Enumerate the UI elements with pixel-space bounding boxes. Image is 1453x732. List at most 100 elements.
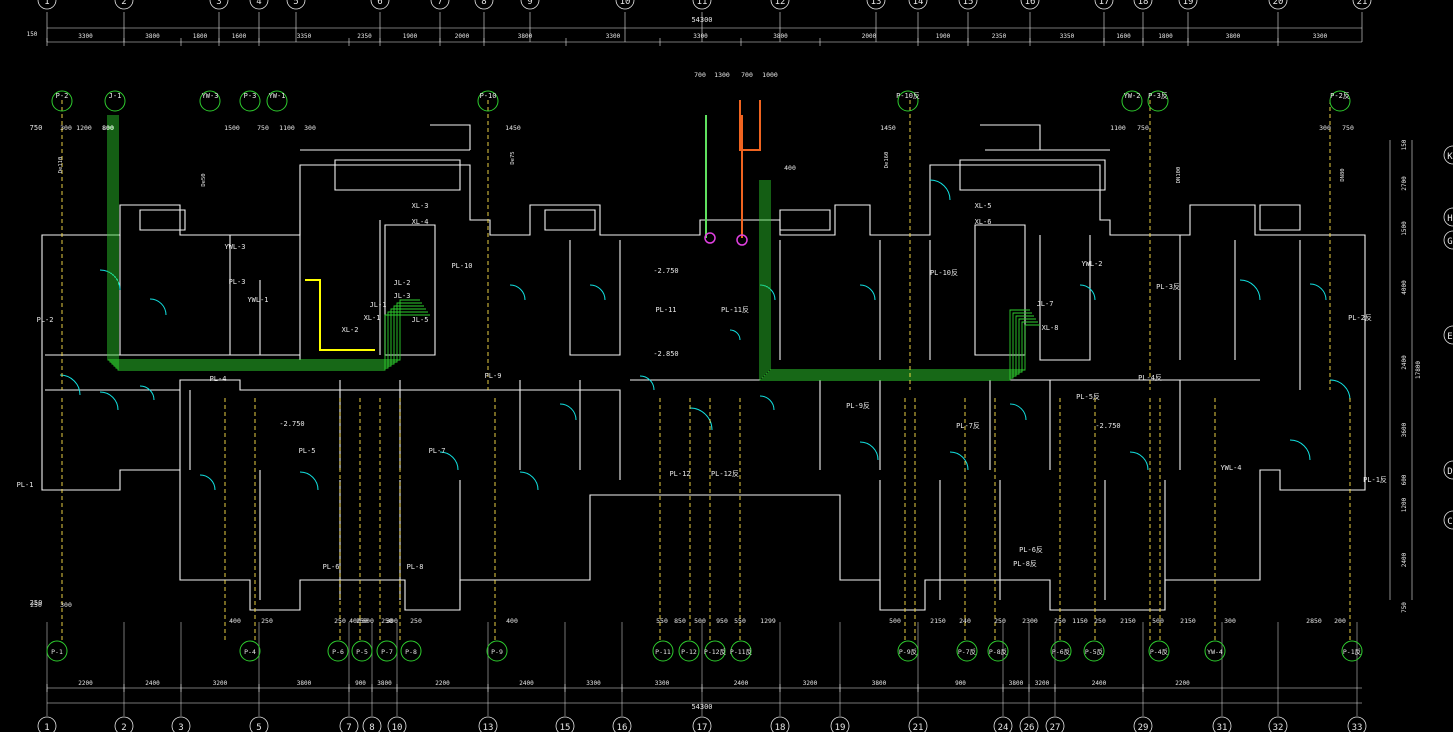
bottom-axis-label: 7 bbox=[346, 723, 351, 732]
top-dim-text: 2350 bbox=[357, 33, 372, 40]
bottom-dim-text: 3800 bbox=[297, 680, 312, 687]
door-swing bbox=[589, 284, 606, 301]
pipe-dim-top: 700 bbox=[694, 71, 706, 79]
right-axis-bubble bbox=[1443, 230, 1453, 250]
top-axis-bubble bbox=[474, 0, 494, 10]
bottom-dim-text: 3800 bbox=[1009, 680, 1024, 687]
door-swing bbox=[1079, 284, 1096, 301]
pipe-bubble-bottom bbox=[327, 640, 349, 662]
pipe-dim-bottom: 550 bbox=[656, 617, 668, 625]
pipe-bubble-bottom-label: P-11 bbox=[655, 648, 671, 656]
pipe-tag: PL-12 bbox=[669, 470, 690, 478]
top-dim-text: 2000 bbox=[862, 33, 877, 40]
top-dim-text: 3300 bbox=[78, 33, 93, 40]
pipe-tag: JL-2 bbox=[394, 279, 411, 287]
pipe-dim-top: 1450 bbox=[880, 124, 896, 132]
top-axis-bubble bbox=[430, 0, 450, 10]
pipe-bubble-bottom bbox=[46, 640, 68, 662]
top-axis-bubble bbox=[209, 0, 229, 10]
pipe-dim-bottom: 240 bbox=[959, 617, 971, 625]
bottom-axis-label: 5 bbox=[256, 723, 261, 732]
pipe-tag: PL-6反 bbox=[1019, 545, 1043, 554]
top-axis-bubble bbox=[37, 0, 57, 10]
pipe-tag: JL-7 bbox=[1037, 300, 1054, 308]
door-swing bbox=[439, 451, 459, 471]
overall-dim-bottom: 54300 bbox=[691, 703, 712, 711]
top-dim-text: 1600 bbox=[232, 33, 247, 40]
pipe-tag: JL-1 bbox=[370, 301, 387, 309]
pipe-tag: XL-8 bbox=[1042, 324, 1059, 332]
pipe-bubble-bottom bbox=[704, 640, 726, 662]
pipe-dim-bottom: 1299 bbox=[760, 617, 776, 625]
pipe-bubble-bottom bbox=[678, 640, 700, 662]
pipe-bubble-bottom bbox=[400, 640, 422, 662]
door-swing bbox=[99, 391, 119, 411]
pipe-tag: PL-4反 bbox=[1138, 373, 1162, 382]
door-swing bbox=[639, 375, 655, 391]
bottom-dim-text: 2400 bbox=[145, 680, 160, 687]
pipe-dim-bottom: 200 bbox=[1334, 617, 1346, 625]
bottom-dim-text: 2200 bbox=[435, 680, 450, 687]
pipe-bubble-bottom bbox=[652, 640, 674, 662]
top-dim-text: 3800 bbox=[1226, 33, 1241, 40]
bottom-axis-bubble bbox=[770, 716, 790, 732]
door-swing bbox=[859, 284, 876, 301]
bottom-axis-label: 8 bbox=[369, 723, 374, 732]
supply-pipe bbox=[111, 115, 424, 365]
door-swing bbox=[1239, 279, 1261, 301]
pipe-tag: YWL-2 bbox=[1081, 260, 1102, 268]
right-axis-bubble bbox=[1443, 145, 1453, 165]
wall-outline bbox=[119, 235, 300, 356]
pipe-bubble-top bbox=[1121, 90, 1143, 112]
pipe-tag: XL-5 bbox=[975, 202, 992, 210]
right-dim-text: 1200 bbox=[1401, 497, 1408, 512]
top-dim-text: 1600 bbox=[1116, 33, 1131, 40]
top-dim-text: 3350 bbox=[1060, 33, 1075, 40]
pipe-bubble-top-label: P-2 bbox=[56, 92, 69, 100]
right-axis-label: G bbox=[1447, 237, 1452, 247]
wall-outline bbox=[879, 480, 1166, 600]
pipe-dim-top: 1450 bbox=[505, 124, 521, 132]
top-axis-bubble bbox=[370, 0, 390, 10]
pipe-bubble-bottom-label: P-9 bbox=[491, 648, 503, 656]
pipe-tag: YWL-4 bbox=[1220, 464, 1241, 472]
bottom-axis-bubble bbox=[171, 716, 191, 732]
pipe-dim-bottom: 550 bbox=[734, 617, 746, 625]
pipe-bubble-top bbox=[1147, 90, 1169, 112]
top-dim-text: 1900 bbox=[936, 33, 951, 40]
pipe-tag: PL-2 bbox=[37, 316, 54, 324]
pipe-bubble-top-label: YW-3 bbox=[202, 92, 219, 100]
pipe-size-label: De50 bbox=[201, 173, 207, 186]
supply-pipe bbox=[115, 115, 428, 369]
bottom-axis-label: 27 bbox=[1050, 723, 1061, 732]
pipe-size-label: De75 bbox=[510, 151, 516, 164]
top-axis-label: 12 bbox=[775, 0, 786, 7]
supply-pipe bbox=[113, 115, 426, 367]
right-dim-text: 2700 bbox=[1401, 176, 1408, 191]
pipe-dim-top: 800 bbox=[102, 124, 114, 132]
pipe-tag: XL-2 bbox=[342, 326, 359, 334]
pipe-bubble-bottom-label: P-7反 bbox=[958, 647, 977, 656]
top-axis-bubble bbox=[615, 0, 635, 10]
building-walls bbox=[41, 124, 1366, 611]
supply-pipe bbox=[761, 180, 1032, 379]
right-axis-bubble bbox=[1443, 460, 1453, 480]
pipe-tag: JL-3 bbox=[394, 292, 411, 300]
pipe-bubble-bottom-label: P-1 bbox=[51, 648, 63, 656]
door-swing bbox=[929, 179, 951, 201]
top-axis-bubble bbox=[908, 0, 928, 10]
top-axis-label: 6 bbox=[377, 0, 382, 7]
pipe-dim-top: 1000 bbox=[762, 71, 778, 79]
supply-pipe bbox=[765, 180, 1036, 375]
pipe-bubble-bottom-label: P-6 bbox=[332, 648, 344, 656]
top-axis-bubble bbox=[866, 0, 886, 10]
top-dim-text: 1900 bbox=[403, 33, 418, 40]
pipe-bubble-bottom-label: P-8反 bbox=[989, 647, 1008, 656]
top-axis-label: 5 bbox=[293, 0, 298, 7]
pipe-size-label: DN80 bbox=[1340, 168, 1346, 181]
right-total-text: 17800 bbox=[1415, 361, 1422, 379]
pipe-tag: PL-7反 bbox=[956, 421, 980, 430]
door-swing bbox=[149, 298, 167, 316]
top-axis-bubble bbox=[692, 0, 712, 10]
pipe-bubble-bottom bbox=[730, 640, 752, 662]
